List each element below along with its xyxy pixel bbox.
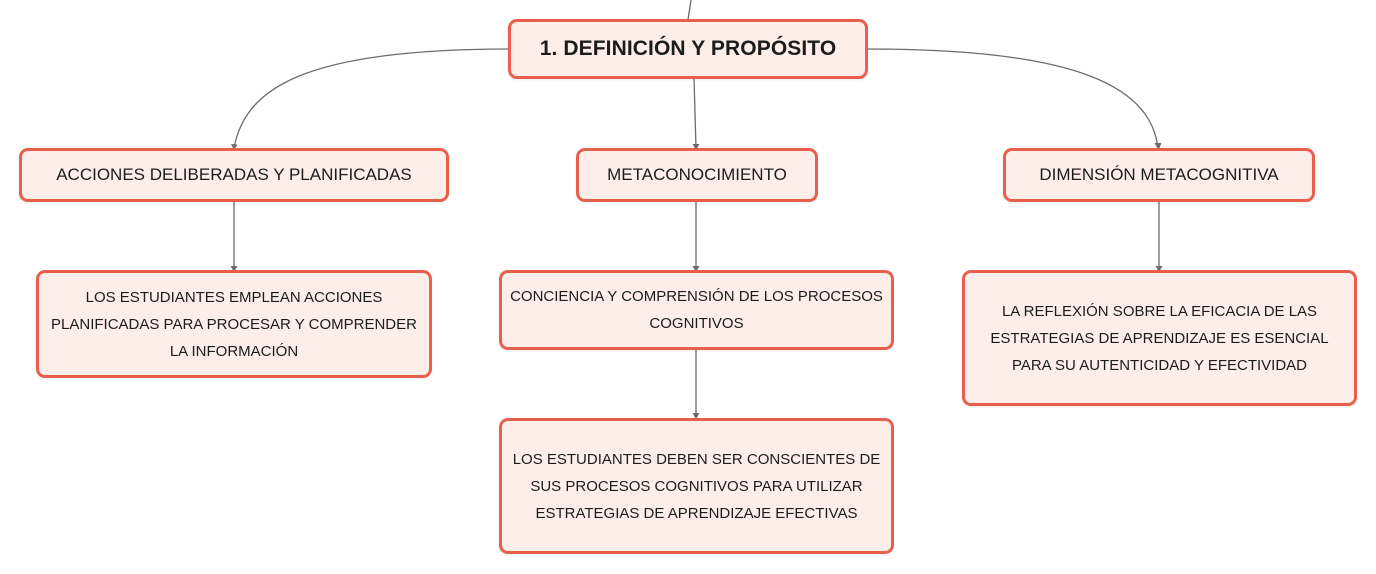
connector-root-to-metaconocimiento (693, 77, 697, 149)
root-node[interactable]: 1. DEFINICIÓN Y PROPÓSITO (508, 19, 868, 79)
arrowhead-metaconocimiento (692, 144, 700, 150)
arrowhead-acciones-leaf (230, 266, 238, 272)
leaf-node-acciones[interactable]: LOS ESTUDIANTES EMPLEAN ACCIONES PLANIFI… (36, 270, 432, 378)
leaf-node-label: LOS ESTUDIANTES EMPLEAN ACCIONES PLANIFI… (51, 288, 417, 360)
leaf-node-label: LA REFLEXIÓN SOBRE LA EFICACIA DE LAS ES… (990, 302, 1329, 374)
branch-node-dimension[interactable]: DIMENSIÓN METACOGNITIVA (1003, 148, 1315, 202)
leaf-node-conciencia[interactable]: CONCIENCIA Y COMPRENSIÓN DE LOS PROCESOS… (499, 270, 894, 350)
root-node-label: 1. DEFINICIÓN Y PROPÓSITO (539, 37, 837, 60)
arrowhead-metaconocimiento-leaf (692, 266, 700, 272)
arrowhead-acciones (231, 144, 238, 150)
branch-node-label: ACCIONES DELIBERADAS Y PLANIFICADAS (56, 165, 412, 184)
connector-root-to-dimension (865, 48, 1159, 149)
branch-node-metaconocimiento[interactable]: METACONOCIMIENTO (576, 148, 818, 202)
arrowhead-dimension (1154, 143, 1162, 150)
leaf-node-reflexion[interactable]: LA REFLEXIÓN SOBRE LA EFICACIA DE LAS ES… (962, 270, 1357, 406)
arrowhead-conciencia-leaf (692, 413, 700, 419)
connector-parent-to-root (687, 0, 692, 21)
leaf-node-label: CONCIENCIA Y COMPRENSIÓN DE LOS PROCESOS… (510, 288, 883, 332)
leaf-node-conscientes[interactable]: LOS ESTUDIANTES DEBEN SER CONSCIENTES DE… (499, 418, 894, 554)
branch-node-label: METACONOCIMIENTO (607, 165, 787, 184)
branch-node-label: DIMENSIÓN METACOGNITIVA (1039, 165, 1279, 184)
connector-root-to-acciones (233, 48, 511, 149)
leaf-node-label: LOS ESTUDIANTES DEBEN SER CONSCIENTES DE… (512, 450, 881, 522)
branch-node-acciones[interactable]: ACCIONES DELIBERADAS Y PLANIFICADAS (19, 148, 449, 202)
arrowhead-dimension-leaf (1155, 266, 1163, 272)
